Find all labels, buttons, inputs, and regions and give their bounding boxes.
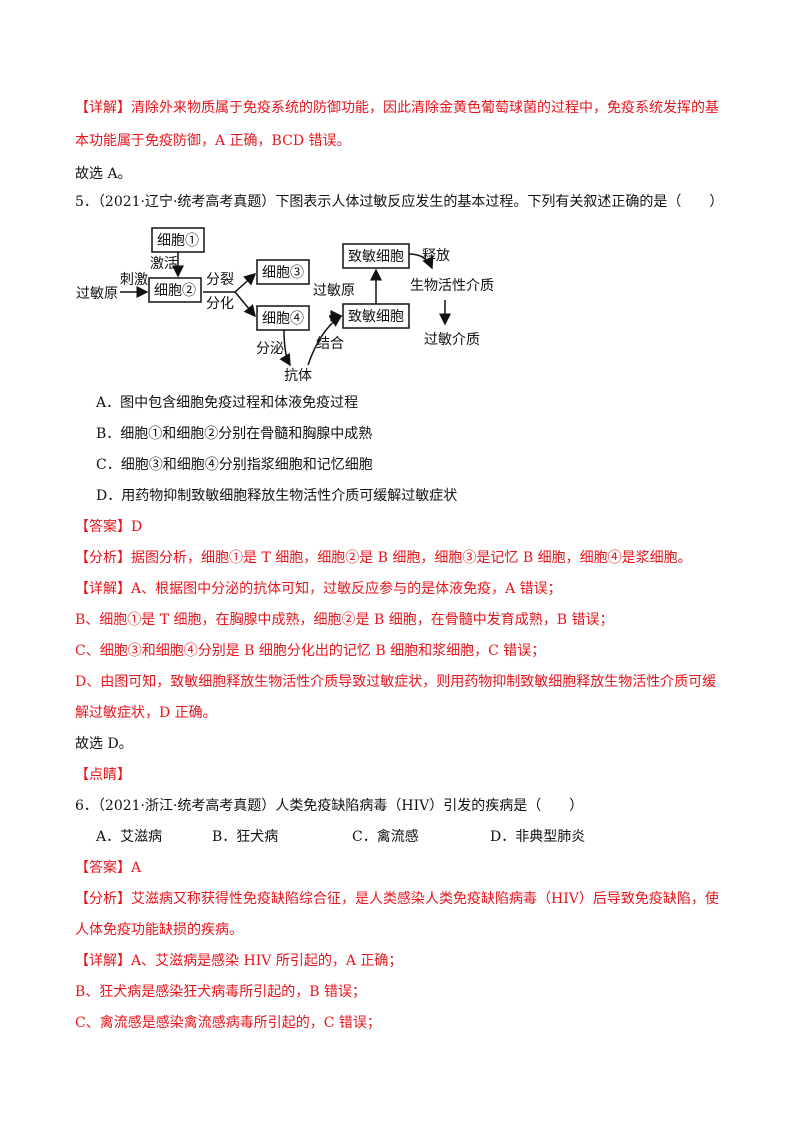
q6-option-a: A．艾滋病: [96, 829, 163, 845]
stimulate-label: 刺激: [120, 271, 148, 288]
q5-option-b: B．细胞①和细胞②分别在骨髓和胸腺中成熟: [96, 426, 373, 442]
q6-stem: 6．（2021·浙江·统考高考真题）人类免疫缺陷病毒（HIV）引发的疾病是（ ）: [75, 798, 584, 814]
sensitized-mid-label: 致敏细胞: [348, 309, 404, 325]
cell4-label: 细胞④: [262, 311, 304, 327]
cell2-label: 细胞②: [154, 283, 196, 299]
antibody-label: 抗体: [284, 368, 312, 384]
divide-label: 分裂: [206, 272, 234, 288]
q6-detail-b: B、狂犬病是感染狂犬病毒所引起的，B 错误；: [75, 984, 367, 1000]
cell3-box: [256, 259, 310, 285]
q5-detail-a: 【详解】A、根据图中分泌的抗体可知，过敏反应参与的是体液免疫，A 错误；: [75, 581, 562, 597]
q5-detail-b: B、细胞①是 T 细胞，在胸腺中成熟，细胞②是 B 细胞，在骨髓中发育成熟，B …: [75, 612, 614, 628]
secrete-label: 分泌: [256, 341, 284, 357]
bind-label: 结合: [316, 336, 344, 352]
q6-analysis-line-2: 人体免疫功能缺损的疾病。: [75, 922, 243, 938]
differentiate-label: 分化: [206, 296, 234, 312]
q6-answer: 【答案】A: [75, 860, 142, 876]
allergic-mediator-label: 过敏介质: [424, 332, 480, 348]
cell4-box: [256, 305, 310, 331]
q5-answer: 【答案】D: [75, 519, 143, 535]
q6-option-b: B．狂犬病: [212, 829, 279, 845]
q5-detail-d-line-2: 解过敏症状，D 正确。: [75, 705, 217, 721]
q5-option-a: A．图中包含细胞免疫过程和体液免疫过程: [96, 395, 359, 411]
cell3-label: 细胞③: [262, 265, 304, 281]
sensitized-top-box: [342, 243, 410, 269]
q5-comment: 【点睛】: [75, 767, 131, 783]
q5-analysis: 【分析】据图分析，细胞①是 T 细胞，细胞②是 B 细胞，细胞③是记忆 B 细胞…: [75, 550, 692, 566]
q4-detail-line-2: 本功能属于免疫防御，A 正确，BCD 错误。: [75, 133, 351, 149]
q6-detail-c: C、禽流感是感染禽流感病毒所引起的，C 错误；: [75, 1015, 381, 1031]
allergen-left-label: 过敏原: [76, 286, 118, 302]
q5-conclusion: 故选 D。: [75, 736, 133, 752]
q6-option-d: D．非典型肺炎: [490, 829, 586, 845]
q5-detail-d-line-1: D、由图可知，致敏细胞释放生物活性介质导致过敏症状，则用药物抑制致敏细胞释放生物…: [75, 674, 717, 690]
allergen-mid-label: 过敏原: [313, 283, 355, 299]
q6-option-c: C．禽流感: [352, 829, 419, 845]
q5-stem: 5．（2021·辽宁·统考高考真题）下图表示人体过敏反应发生的基本过程。下列有关…: [75, 194, 724, 210]
q6-detail-a: 【详解】A、艾滋病是感染 HIV 所引起的，A 正确；: [75, 953, 403, 969]
q4-conclusion: 故选 A。: [75, 166, 132, 182]
q5-option-d: D．用药物抑制致敏细胞释放生物活性介质可缓解过敏症状: [96, 488, 458, 504]
sensitized-top-label: 致敏细胞: [348, 249, 404, 265]
q5-option-c: C．细胞③和细胞④分别指浆细胞和记忆细胞: [96, 457, 373, 473]
activate-label: 激活: [150, 255, 178, 272]
cell1-label: 细胞①: [157, 233, 199, 249]
q6-analysis-line-1: 【分析】艾滋病又称获得性免疫缺陷综合征，是人类感染人类免疫缺陷病毒（HIV）后导…: [75, 891, 719, 907]
q5-detail-c: C、细胞③和细胞④分别是 B 细胞分化出的记忆 B 细胞和浆细胞，C 错误；: [75, 643, 546, 659]
allergy-process-diagram: 细胞① 细胞② 细胞③ 细胞④ 致敏细胞 致敏细胞 激活 刺激 过敏原 分裂 分…: [76, 227, 494, 384]
cell2-box: [148, 277, 202, 303]
q4-detail-line-1: 【详解】清除外来物质属于免疫系统的防御功能，因此清除金黄色葡萄球菌的过程中，免疫…: [75, 100, 719, 116]
active-mediator-label: 生物活性介质: [410, 278, 494, 294]
release-label: 释放: [422, 248, 450, 264]
